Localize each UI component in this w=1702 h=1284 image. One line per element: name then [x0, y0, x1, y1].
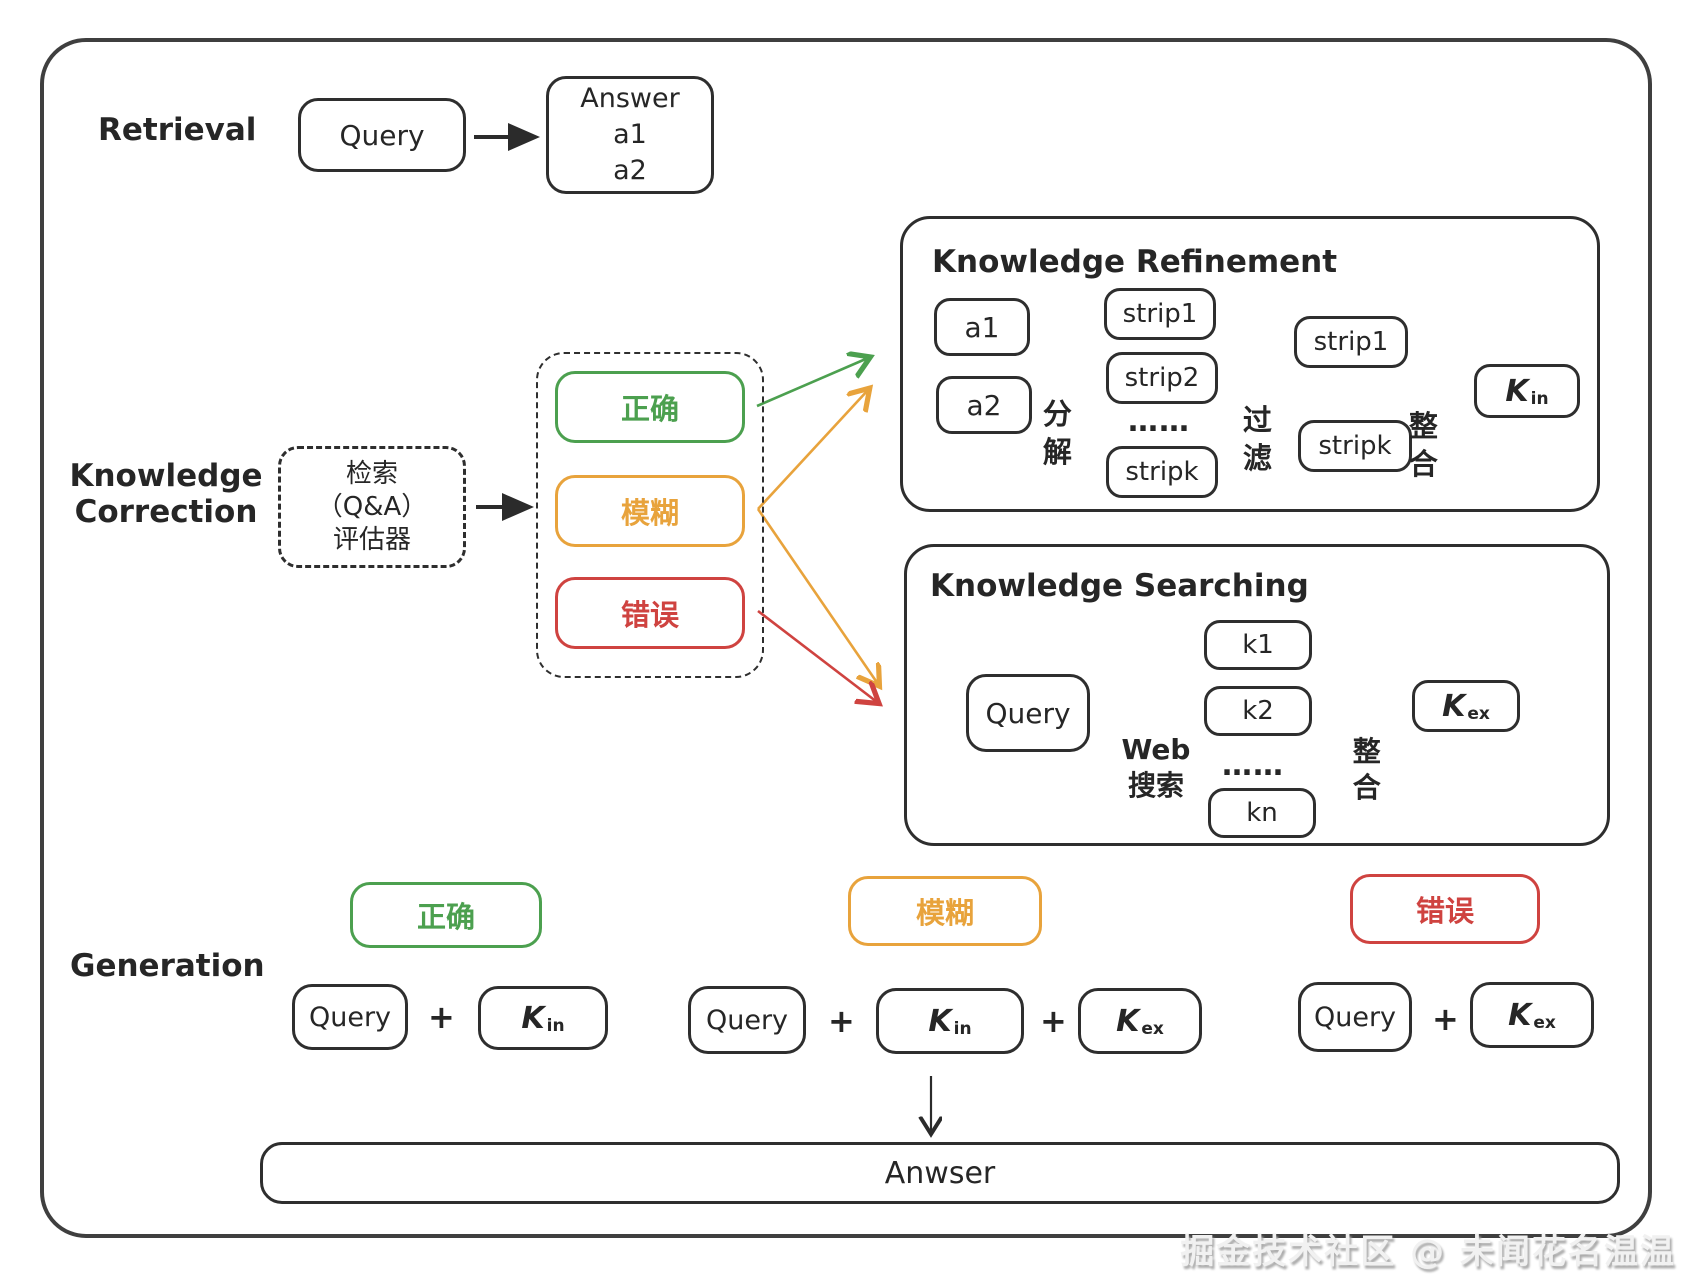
searching-query-label: Query: [985, 696, 1071, 730]
retrieval-query-box: Query: [298, 98, 466, 172]
gen-ambiguous-query-label: Query: [705, 1004, 789, 1036]
gen-incorrect-query-label: Query: [1313, 1001, 1397, 1033]
evaluator-line3: 评估器: [332, 524, 411, 555]
section-label-generation: Generation: [70, 948, 265, 984]
generation-incorrect-label: 错误: [1415, 894, 1474, 928]
searching-integrate-label: 整合: [1352, 735, 1381, 805]
kn-box: kn: [1208, 788, 1316, 838]
k1-label: k1: [1242, 630, 1274, 660]
strip1-box: strip1: [1104, 288, 1216, 340]
gen-ambiguous-k2-base: K: [1116, 1003, 1140, 1039]
k2-label: k2: [1242, 696, 1274, 726]
refinement-a1-label: a1: [964, 310, 1000, 344]
refinement-ellipsis: ……: [1128, 404, 1190, 439]
generation-correct-box: 正确: [350, 882, 542, 948]
generation-ambiguous-label: 模糊: [915, 896, 974, 930]
gen-incorrect-k-sub: ex: [1533, 1013, 1556, 1033]
outer-frame: [40, 38, 1652, 1238]
answer-title: Answer: [580, 83, 680, 114]
gen-correct-query-box: Query: [292, 984, 408, 1050]
retrieval-answer-box: Answer a1 a2: [546, 76, 714, 194]
filtered-stripk-box: stripk: [1298, 420, 1412, 472]
gen-ambiguous-k1-base: K: [928, 1003, 952, 1039]
generation-ambiguous-box: 模糊: [848, 876, 1042, 946]
category-correct-label: 正确: [620, 392, 679, 426]
section-label-retrieval: Retrieval: [98, 112, 257, 148]
category-group-box: [536, 352, 764, 678]
generation-incorrect-box: 错误: [1350, 874, 1540, 944]
retrieval-query-label: Query: [339, 118, 425, 152]
filtered-stripk-label: stripk: [1318, 431, 1392, 461]
kn-label: kn: [1246, 798, 1278, 828]
category-ambiguous-label: 模糊: [620, 496, 679, 530]
gen-ambiguous-query-box: Query: [688, 986, 806, 1054]
plus-sign: +: [428, 998, 455, 1036]
knowledge-correction-line2: Correction: [74, 494, 258, 530]
plus-sign: +: [828, 1002, 855, 1040]
evaluator-line1: 检索: [345, 458, 398, 489]
kin-base: K: [1505, 373, 1529, 409]
gen-correct-k-sub: in: [546, 1016, 565, 1036]
category-incorrect-label: 错误: [620, 598, 679, 632]
gen-correct-k-base: K: [521, 1000, 545, 1036]
refinement-a2-label: a2: [966, 388, 1002, 422]
answer-a1: a1: [613, 119, 647, 150]
strip2-label: strip2: [1124, 363, 1200, 393]
searching-ellipsis: ……: [1222, 748, 1284, 783]
kin-sub: in: [1530, 389, 1549, 409]
knowledge-searching-title: Knowledge Searching: [930, 568, 1309, 604]
filtered-strip1-box: strip1: [1294, 316, 1408, 368]
gen-ambiguous-k2-sub: ex: [1141, 1019, 1164, 1039]
refinement-a2-box: a2: [936, 376, 1032, 434]
plus-sign: +: [1432, 1000, 1459, 1038]
gen-incorrect-k-base: K: [1508, 997, 1532, 1033]
strip2-box: strip2: [1106, 352, 1218, 404]
web-search-line2: 搜索: [1127, 769, 1184, 802]
final-answer-label: Anwser: [884, 1155, 996, 1191]
knowledge-correction-line1: Knowledge: [69, 458, 263, 494]
arrow-incorrect-to-searching: [757, 609, 877, 702]
category-ambiguous-box: 模糊: [555, 475, 745, 547]
stripk-box: stripk: [1106, 446, 1218, 498]
gen-correct-query-label: Query: [308, 1001, 392, 1033]
knowledge-refinement-title: Knowledge Refinement: [932, 244, 1338, 280]
final-answer-bar: Anwser: [260, 1142, 1620, 1204]
evaluator-line2: （Q&A）: [316, 491, 428, 522]
gen-incorrect-query-box: Query: [1298, 982, 1412, 1052]
category-incorrect-box: 错误: [555, 577, 745, 649]
arrow-correct-to-refinement: [756, 358, 868, 408]
filtered-strip1-label: strip1: [1313, 327, 1389, 357]
generation-correct-label: 正确: [416, 900, 475, 934]
arrow-ambiguous-to-searching: [756, 508, 878, 684]
strip1-label: strip1: [1122, 299, 1198, 329]
category-correct-box: 正确: [555, 371, 745, 443]
web-search-label: Web 搜索: [1104, 732, 1208, 804]
watermark: 掘金技术社区 @ 未闻花名温温: [1180, 1232, 1676, 1272]
plus-sign: +: [1040, 1002, 1067, 1040]
k1-box: k1: [1204, 620, 1312, 670]
retrieval-evaluator-box: 检索 （Q&A） 评估器: [278, 446, 466, 568]
k2-box: k2: [1204, 686, 1312, 736]
filter-label: 过滤: [1242, 403, 1272, 475]
searching-query-box: Query: [966, 674, 1090, 752]
knowledge-refinement-panel: [900, 216, 1600, 512]
gen-ambiguous-k1-sub: in: [953, 1019, 972, 1039]
refinement-a1-box: a1: [934, 298, 1030, 356]
kex-base: K: [1442, 688, 1466, 724]
answer-a2: a2: [613, 155, 647, 186]
section-label-knowledge-correction: Knowledge Correction: [69, 458, 262, 530]
refinement-integrate-label: 整合: [1408, 409, 1438, 481]
web-search-line1: Web: [1121, 733, 1191, 766]
kex-sub: ex: [1467, 704, 1490, 724]
stripk-label: stripk: [1125, 457, 1199, 487]
decompose-label: 分解: [1042, 397, 1072, 469]
arrow-ambiguous-to-refinement: [757, 390, 868, 510]
